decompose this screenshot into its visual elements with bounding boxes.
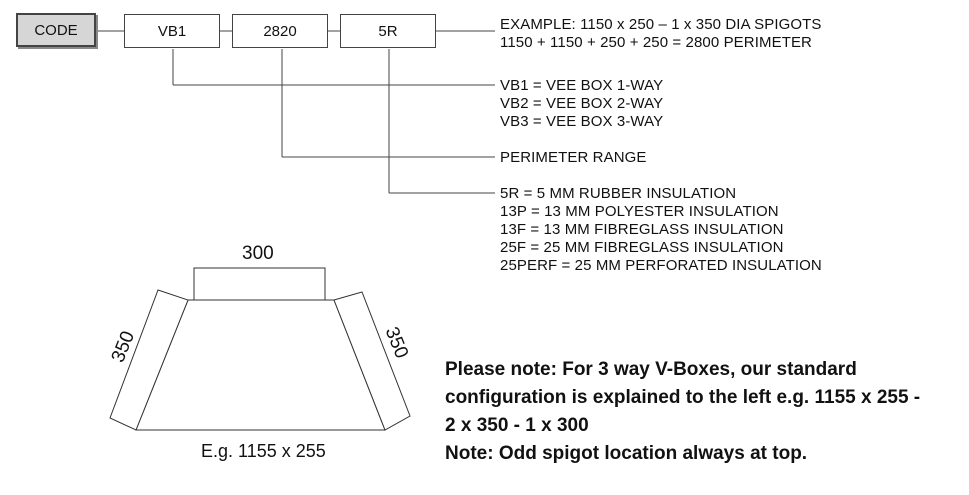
configuration-note: Please note: For 3 way V-Boxes, our stan… <box>445 356 955 468</box>
note-line-4: Note: Odd spigot location always at top. <box>445 443 808 464</box>
insulation-option-5r: 5R = 5 MM RUBBER INSULATION <box>500 185 737 202</box>
perimeter-range-label: PERIMETER RANGE <box>500 149 647 166</box>
type-field-value: VB1 <box>157 22 187 40</box>
code-label: CODE <box>34 21 78 39</box>
insulation-option-25f: 25F = 25 MM FIBREGLASS INSULATION <box>500 239 784 256</box>
type-option-vb2: VB2 = VEE BOX 2-WAY <box>500 95 664 112</box>
code-label-box: CODE <box>16 13 96 47</box>
type-option-vb1: VB1 = VEE BOX 1-WAY <box>500 77 664 94</box>
insulation-option-25perf: 25PERF = 25 MM PERFORATED INSULATION <box>500 257 822 274</box>
left-spigot <box>109 289 189 431</box>
diagram-caption: E.g. 1155 x 255 <box>201 441 326 461</box>
note-line-1: Please note: For 3 way V-Boxes, our stan… <box>445 359 857 380</box>
note-line-2: configuration is explained to the left e… <box>445 387 921 408</box>
insulation-field-box: 5R <box>340 14 436 48</box>
example-line-1: EXAMPLE: 1150 x 250 – 1 x 350 DIA SPIGOT… <box>500 16 822 33</box>
perimeter-field-box: 2820 <box>232 14 328 48</box>
example-line-2: 1150 + 1150 + 250 + 250 = 2800 PERIMETER <box>500 34 812 51</box>
type-field-box: VB1 <box>124 14 220 48</box>
insulation-option-13p: 13P = 13 MM POLYESTER INSULATION <box>500 203 779 220</box>
insulation-option-13f: 13F = 13 MM FIBREGLASS INSULATION <box>500 221 784 238</box>
insulation-field-value: 5R <box>378 22 398 40</box>
right-spigot <box>333 291 411 431</box>
type-option-vb3: VB3 = VEE BOX 3-WAY <box>500 113 664 130</box>
perimeter-field-value: 2820 <box>263 22 297 40</box>
top-spigot <box>193 267 326 301</box>
top-spigot-dimension: 300 <box>242 243 274 264</box>
note-line-3: 2 x 350 - 1 x 300 <box>445 415 589 436</box>
